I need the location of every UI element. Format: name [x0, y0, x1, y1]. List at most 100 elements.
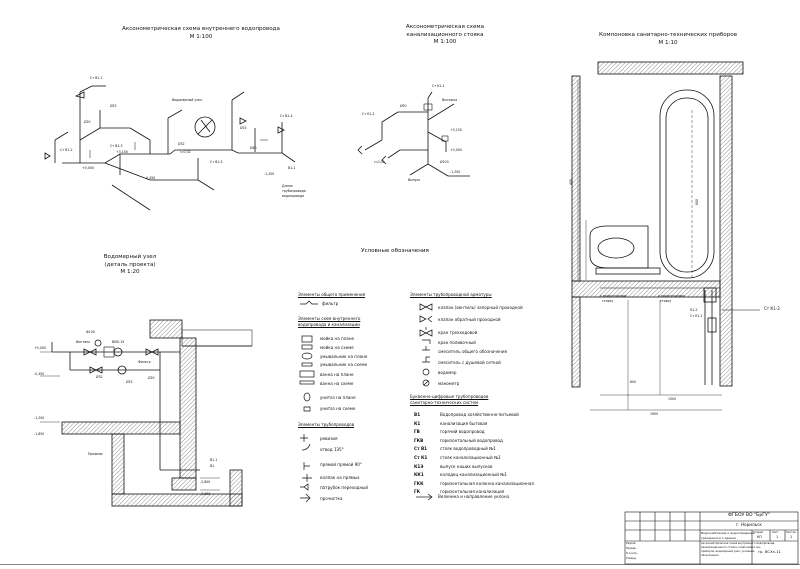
fixtures-title-text: Компоновка санитарно-технических приборо…: [599, 32, 737, 38]
fixture-label-note-2: стояку: [602, 299, 614, 303]
stamp-title-2: гражданского здания: [701, 535, 736, 540]
legend-code-label: Водопровод хозяйственно-питьевой: [440, 412, 519, 417]
sewer-label-lvl-1: +3,150: [450, 128, 462, 132]
legend-code: КК1: [414, 472, 424, 478]
water-label-note-3: водопровода: [282, 194, 305, 198]
meter-label-bottom: В1-1: [210, 458, 218, 462]
legend-fittings-item: клапан (вентиль) запорный проходной: [438, 305, 523, 310]
fixture-label-riser: Ст К1-2: [764, 306, 780, 311]
meter-label-d20: Ø20: [148, 376, 155, 380]
stamp-org: ФГБОУ ВО "БрГУ": [728, 513, 770, 518]
water-label-lvl-2: +0,000: [82, 166, 94, 170]
legend-code: ГКВ: [414, 437, 424, 443]
legend-slope-label: Величина и направление уклона: [438, 494, 510, 499]
water-label-note-1: Длина: [282, 184, 293, 188]
legend-code: Ст В1: [414, 446, 428, 452]
water-label-lvl-3: -0,450: [145, 176, 156, 180]
meter-label-lvl-5: -2,800: [200, 480, 211, 484]
meter-label-inlet: Приямок: [88, 452, 103, 456]
meter-title: Водомерный узел (деталь проекта) М 1:20: [80, 254, 180, 277]
meter-label-d32: Ø32: [96, 375, 103, 379]
legend-schemes-item: унитаз на плане: [320, 395, 356, 400]
fixtures-layout: [571, 61, 760, 411]
legend-pipes-item: патрубок переходный: [320, 485, 369, 490]
meter-label-valve: Вентиль: [76, 340, 91, 344]
stamp-sheets-header: Листов: [786, 530, 796, 534]
legend-pipes-header: Элементы трубопроводов: [298, 422, 355, 427]
sewer-label-slope: i=0,02: [374, 160, 385, 164]
water-label-riser-b1-4: Ст В1-4: [280, 114, 293, 118]
stamp-role-1: Разраб.: [626, 542, 637, 545]
legend-schemes-header-2: водопровода и канализации: [298, 322, 360, 327]
water-axonometric-scheme: [44, 85, 296, 211]
legend-fittings-item: смеситель общего обозначения: [438, 349, 507, 354]
water-label-riser-b1-5: Ст В1-5: [210, 160, 223, 164]
stamp-stage-header: Стадия: [753, 530, 763, 534]
legend-fittings-item: водомер: [438, 370, 457, 375]
stamp-role-2: Провер.: [626, 547, 637, 550]
legend-schemes-item: ванна на плане: [320, 372, 354, 377]
water-label-note-2: трубопровода: [282, 189, 306, 193]
fixture-label-tag-1: К1-2: [690, 308, 698, 312]
water-label-unit: Водомерный узел: [172, 98, 202, 102]
legend-code-label: горизонтальный водопровод: [440, 437, 503, 443]
meter-label-filter: Фильтр: [138, 360, 151, 364]
legend-codes-header-1: Буквенно-цифровые трубопроводов: [410, 394, 489, 399]
legend-schemes-item: умывальник на плане: [320, 354, 368, 359]
meter-label-lvl-6: -3,950: [200, 492, 211, 496]
legend-schemes-item: умывальник на схеме: [320, 362, 368, 367]
stamp-sheet-header: Лист: [772, 530, 779, 534]
legend-code: Ст К1: [414, 455, 428, 460]
legend-schemes-item: унитаз на схеме: [320, 406, 356, 411]
sewer-scheme-title: Аксонометрическая схема канализационного…: [380, 24, 510, 47]
title-block: [624, 511, 799, 565]
fixture-label-dim-2: 1500: [668, 397, 677, 401]
legend-code-label: выпуск наших выпусков: [440, 463, 493, 469]
stamp-note-4: обозначения: [701, 554, 719, 557]
water-scheme-scale: М 1:100: [189, 33, 213, 40]
legend-pipes-item: прямой прямой 90°: [320, 462, 362, 467]
legend-schemes-header-1: Элементы схем внутреннего: [298, 316, 361, 321]
legend-code-label: горизонтальная канализация: [440, 489, 505, 495]
legend-symbols: [299, 300, 433, 503]
stamp-note-2: канализационного стояка, компоновка сан.: [701, 546, 762, 549]
sewer-label-k1-1: Ст К1-1: [432, 84, 445, 88]
fixture-label-tag-2: Ст К1-1: [690, 314, 703, 318]
water-label-riser-b1-1: Ст В1-1: [90, 76, 103, 80]
water-label-lvl-1: +3,150: [116, 150, 128, 154]
fixture-label-dim-3: 600: [630, 380, 637, 384]
water-label-lvl-4: -1,200: [264, 172, 275, 176]
meter-label-wall: Ф100: [86, 330, 95, 334]
water-label-riser-b1-3: Ст В1-3: [110, 144, 123, 148]
meter-label-b1: В1: [210, 464, 215, 468]
sewer-scheme-title-1: Аксонометрическая схема: [405, 24, 485, 30]
fixture-label-dim-4: 400: [569, 178, 574, 186]
sewer-label-lvl-2: +0,000: [450, 148, 462, 152]
legend-fittings-header: Элементы трубопроводной арматуры: [410, 292, 492, 297]
water-label-slope: i=0,02: [180, 150, 191, 154]
water-scheme-title: Аксонометрическая схема внутреннего водо…: [96, 26, 306, 41]
meter-unit-detail: [40, 319, 253, 507]
legend-general-header: Элементы общего применения: [298, 292, 366, 297]
legend-schemes-item: мойка на схеме: [320, 345, 354, 350]
water-label-d25: Ø25: [110, 104, 117, 108]
legend-code-label: канализация бытовая: [440, 420, 488, 426]
meter-scale: М 1:20: [120, 269, 140, 276]
meter-title-1: Водомерный узел: [103, 254, 157, 260]
fixtures-scale: М 1:10: [658, 39, 678, 46]
stamp-note-3: приборов, водомерный узел, условные: [701, 550, 755, 553]
stamp-role-4: Утверд.: [626, 557, 637, 560]
sewer-axonometric-scheme: [357, 91, 470, 177]
stamp-city: г. Норильск: [736, 522, 762, 527]
legend-pipes-item: прочистка: [320, 496, 343, 501]
legend-title: Условные обозначения: [361, 248, 429, 254]
legend-code-label: горячий водопровод: [440, 429, 485, 435]
fixture-label-dim-1: 1900: [650, 412, 659, 416]
legend-code: ГК: [414, 489, 421, 495]
stamp-sheets: 1: [790, 535, 793, 539]
fixture-label-note-3: к водосточному: [658, 294, 685, 298]
sewer-scheme-title-2: канализационного стояка: [406, 31, 484, 38]
legend-schemes-item: мойка на плане: [320, 336, 355, 341]
legend-schemes-item: ванна на схеме: [320, 381, 354, 386]
